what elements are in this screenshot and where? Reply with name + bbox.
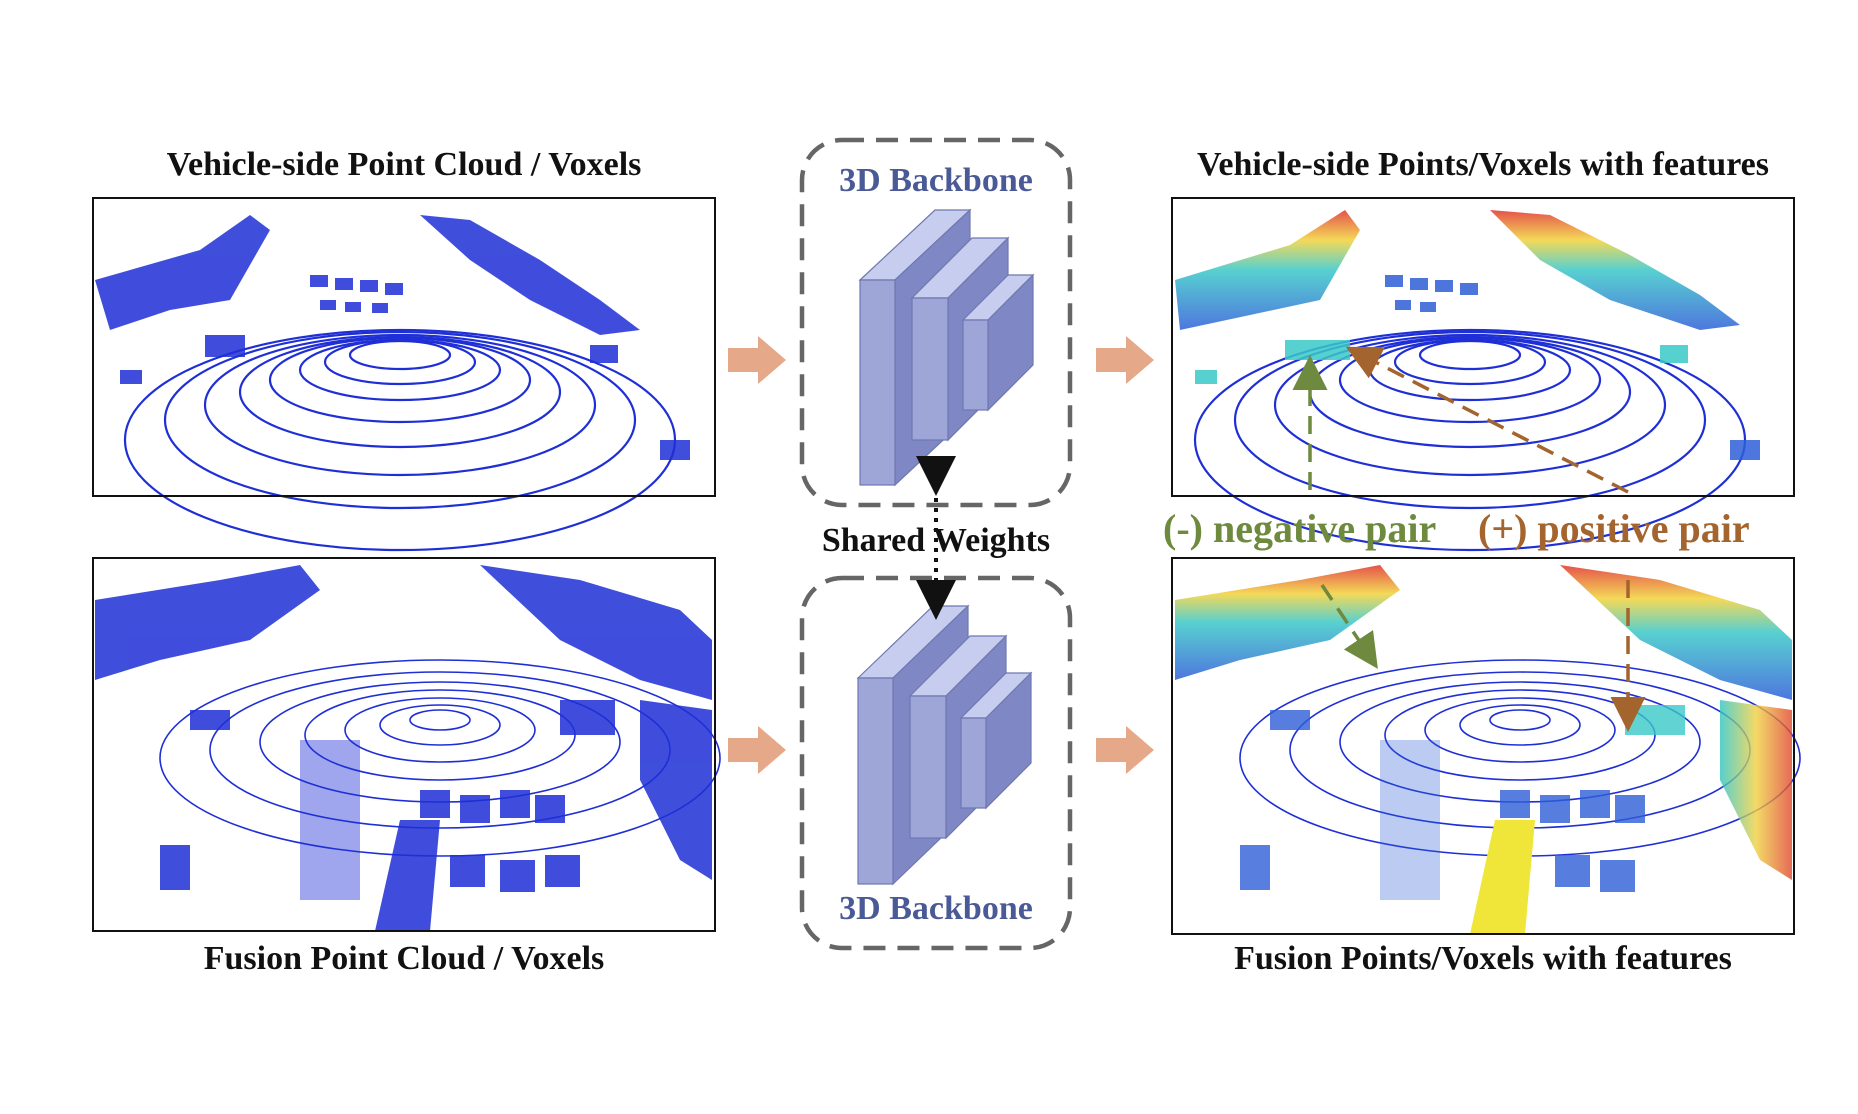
backbone-bottom-title: 3D Backbone <box>839 890 1033 927</box>
arrow-icon <box>728 726 786 774</box>
arrow-icon <box>728 336 786 384</box>
arrow-icon <box>1096 336 1154 384</box>
positive-pair-arrows <box>1345 346 1646 732</box>
backbone-bottom-box <box>799 575 1073 951</box>
fusion-input-title: Fusion Point Cloud / Voxels <box>203 940 605 977</box>
fusion-input-panel <box>92 557 721 932</box>
arrow-icon <box>1096 726 1154 774</box>
shared-weights-label: Shared Weights <box>821 522 1051 559</box>
vehicle-input-title: Vehicle-side Point Cloud / Voxels <box>166 146 642 183</box>
vehicle-input-panel <box>92 197 716 552</box>
negative-pair-arrows <box>1292 355 1378 669</box>
fusion-output-title: Fusion Points/Voxels with features <box>1234 940 1732 977</box>
negative-pair-label: (-) negative pair <box>1163 506 1437 551</box>
vehicle-output-panel <box>1171 197 1795 552</box>
fusion-output-panel <box>1171 557 1801 935</box>
backbone-top-title: 3D Backbone <box>839 162 1033 199</box>
backbone-blocks-icon <box>856 604 1033 886</box>
backbone-blocks-icon <box>858 208 1035 487</box>
vehicle-output-title: Vehicle-side Points/Voxels with features <box>1196 146 1769 183</box>
positive-pair-label: (+) positive pair <box>1478 506 1750 551</box>
flow-arrows <box>728 336 1154 774</box>
